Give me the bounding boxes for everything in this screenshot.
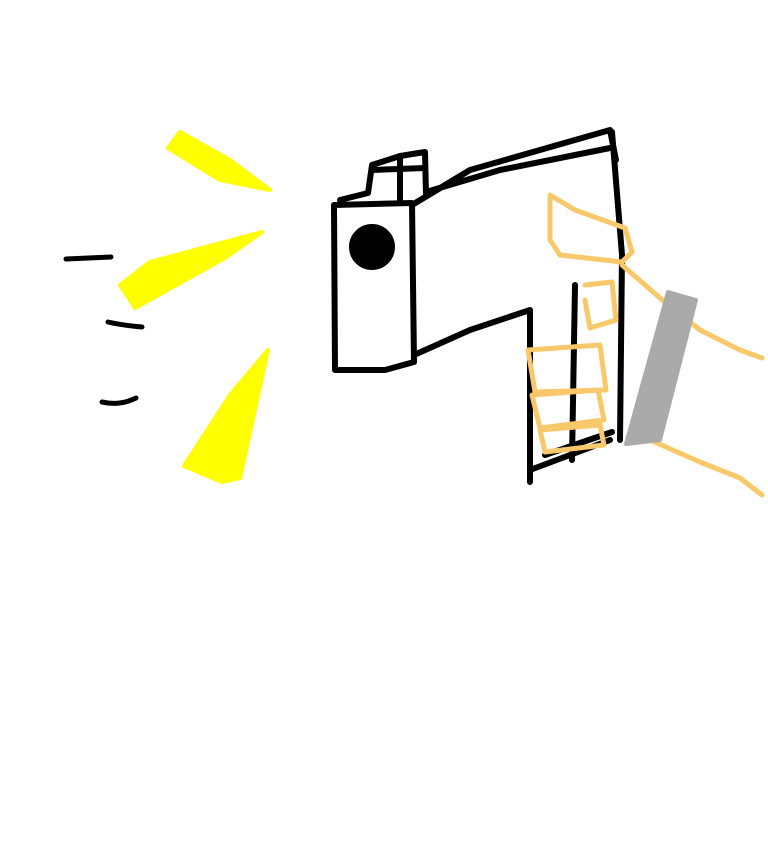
wrist-top <box>619 262 765 361</box>
finger-2 <box>525 342 609 395</box>
thumb <box>547 192 635 265</box>
light-ray-middle <box>118 230 264 310</box>
finger-4 <box>537 422 607 455</box>
flashlight-switch <box>337 149 429 203</box>
flashlight-body-top <box>409 127 619 208</box>
flashlight-body-bottom <box>411 307 613 485</box>
dash-2 <box>105 319 145 330</box>
motion-dashes <box>63 254 145 406</box>
dash-1 <box>63 254 114 262</box>
finger-1 <box>582 279 619 331</box>
wristband <box>624 290 698 446</box>
light-ray-top <box>166 130 272 192</box>
finger-3 <box>529 387 607 431</box>
flashlight-head-front <box>331 200 417 373</box>
flashlight-lens <box>349 224 395 270</box>
wrist-bottom <box>647 437 765 498</box>
light-rays <box>118 130 272 484</box>
dash-3 <box>99 395 139 406</box>
flashlight-body-right <box>609 129 625 443</box>
light-ray-bottom <box>182 348 270 484</box>
hand <box>525 192 765 498</box>
